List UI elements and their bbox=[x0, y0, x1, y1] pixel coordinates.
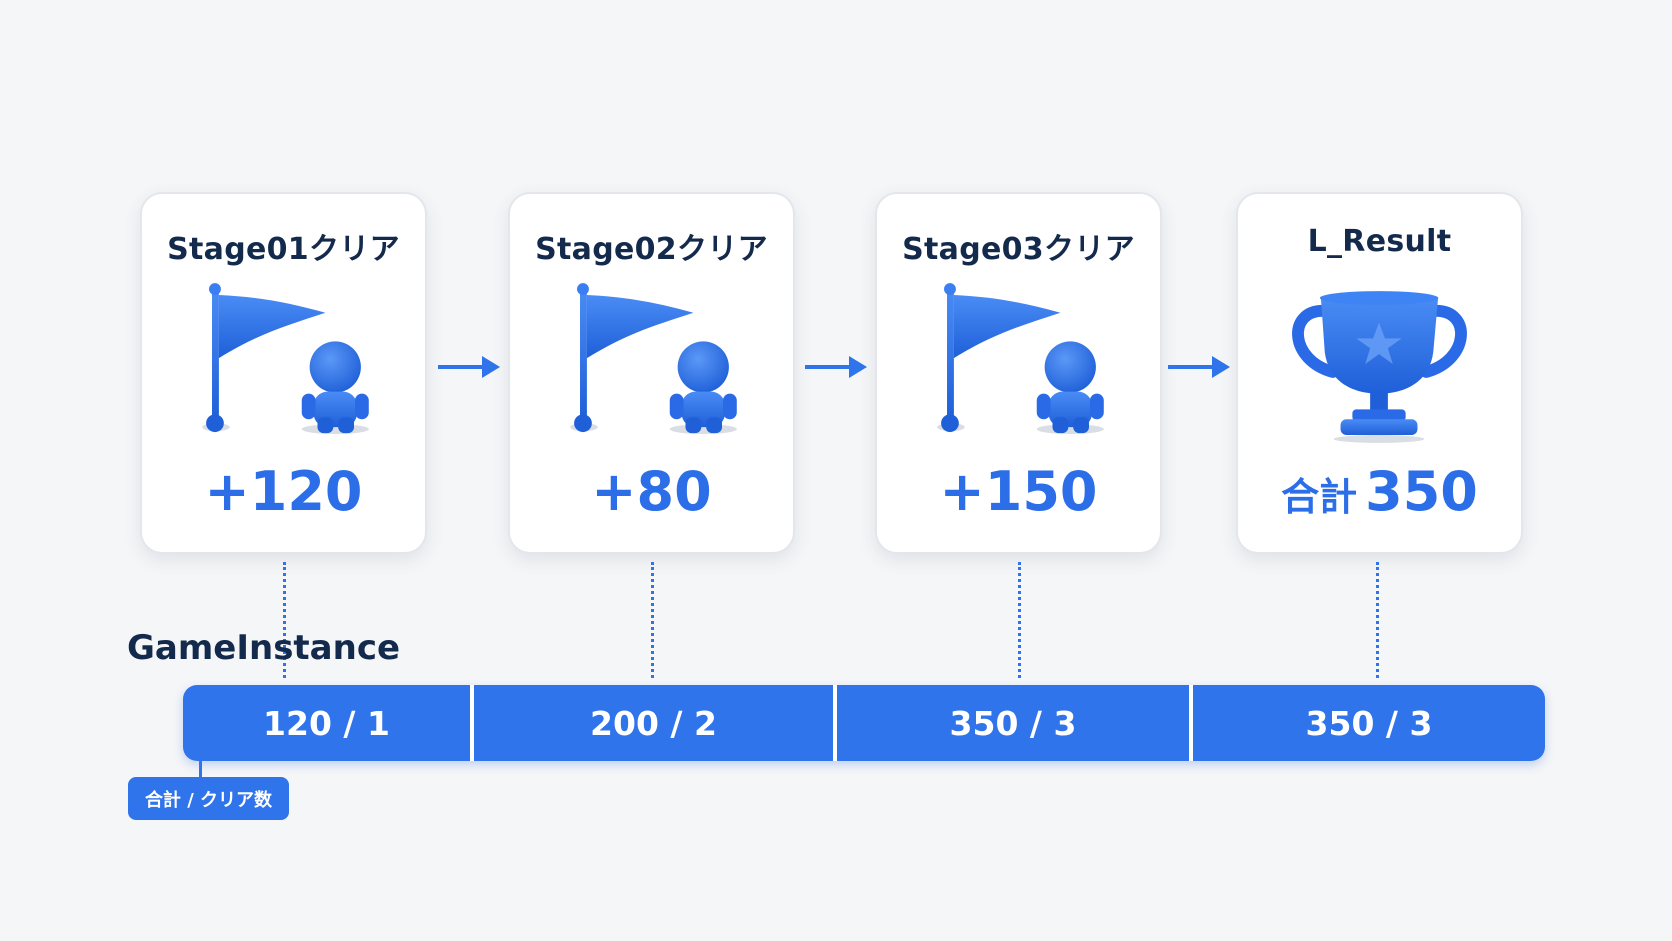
flag-with-character-icon bbox=[937, 283, 1104, 435]
stage-score: +80 bbox=[591, 460, 712, 523]
result-title: L_Result bbox=[1307, 224, 1452, 259]
legend-badge: 合計 / クリア数 bbox=[128, 777, 289, 820]
arrow-right-icon bbox=[805, 356, 867, 378]
stage-score: +150 bbox=[939, 460, 1098, 523]
game-instance-label: GameInstance bbox=[127, 628, 401, 668]
legend-pointer bbox=[199, 758, 202, 778]
stage-title: Stage03クリア bbox=[902, 232, 1135, 267]
state-cell: 200 / 2 bbox=[470, 685, 833, 761]
trophy-icon bbox=[1292, 291, 1467, 443]
arrow-right-icon bbox=[438, 356, 500, 378]
stage-card-3: Stage03クリア +150 bbox=[875, 192, 1162, 554]
total-value: 350 bbox=[1365, 460, 1478, 523]
flag-with-character-icon bbox=[202, 283, 369, 435]
flag-with-character-icon bbox=[570, 283, 737, 435]
game-instance-state-bar: 120 / 1 200 / 2 350 / 3 350 / 3 bbox=[183, 685, 1545, 761]
state-cell: 120 / 1 bbox=[183, 685, 470, 761]
state-cell: 350 / 3 bbox=[1189, 685, 1545, 761]
stage-card-2: Stage02クリア +80 bbox=[508, 192, 795, 554]
connector-line bbox=[283, 562, 286, 678]
arrow-right-icon bbox=[1168, 356, 1230, 378]
state-cell: 350 / 3 bbox=[833, 685, 1189, 761]
stage-title: Stage01クリア bbox=[167, 232, 400, 267]
total-label: 合計 bbox=[1281, 475, 1358, 519]
connector-line bbox=[651, 562, 654, 678]
connector-line bbox=[1376, 562, 1379, 678]
stage-card-1: Stage01クリア +120 bbox=[140, 192, 427, 554]
connector-line bbox=[1018, 562, 1021, 678]
stage-title: Stage02クリア bbox=[535, 232, 768, 267]
stage-score: +120 bbox=[204, 460, 363, 523]
